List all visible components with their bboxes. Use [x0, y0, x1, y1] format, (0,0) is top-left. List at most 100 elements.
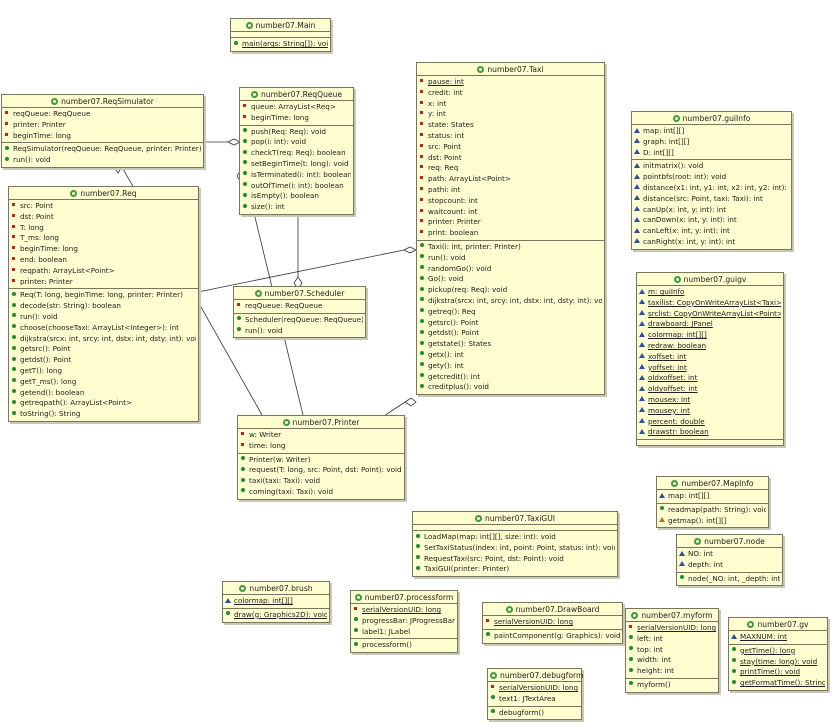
public-icon [11, 302, 17, 308]
member-text: Printer(w: Writer) [249, 454, 311, 464]
package-icon [639, 364, 645, 370]
class-icon [694, 538, 702, 545]
public-icon [415, 544, 421, 550]
member-text: Scheduler(reqQueue: ReqQueue) [245, 314, 363, 324]
member-text: draw(g: Graphics2D): void [234, 609, 327, 619]
package-icon [634, 127, 640, 133]
member-text: pickup(req: Req): void [428, 285, 508, 295]
class-title: number07.ReqQueue [260, 90, 343, 99]
attribute: MAXNUM: int [731, 632, 825, 643]
method: getend(): boolean [11, 388, 196, 399]
member-text: TaxiGUI(printer: Printer) [424, 564, 510, 574]
attribute: status: int [419, 131, 602, 142]
member-text: NO: int [688, 549, 713, 558]
class-header: number07.ReqQueue [240, 88, 353, 101]
member-text: pause: int [428, 77, 464, 86]
method: coming(taxi: Taxi): void [240, 487, 402, 498]
attribute: percent: double [639, 417, 781, 428]
class-title: number07.DrawBoard [515, 605, 600, 614]
member-text: getend(): boolean [20, 387, 85, 397]
member-text: coming(taxi: Taxi): void [249, 486, 334, 496]
method: dijkstra(srcx: int, srcy: int, dstx: int… [11, 334, 196, 345]
method: run(): void [419, 253, 602, 264]
member-text: srclist: CopyOnWriteArrayList<Point> [648, 308, 781, 318]
member-text: getsrc(): Point [20, 344, 71, 354]
public-icon [242, 192, 248, 198]
member-text: text1: JTextArea [499, 693, 556, 703]
member-text: end: boolean [20, 254, 67, 264]
method: Req(T: long, beginTime: long, printer: P… [11, 290, 196, 301]
attribute: reqQueue: ReqQueue [4, 109, 201, 120]
method: checkT(req: Req): boolean [242, 148, 351, 159]
class-header: number07.processform [351, 591, 457, 604]
attribute: NO: int [679, 549, 780, 560]
public-icon [11, 313, 17, 319]
method: gety(): int [419, 361, 602, 372]
class-icon [477, 66, 485, 73]
member-text: Taxi(i: int, printer: Printer) [428, 241, 521, 251]
method: Scheduler(reqQueue: ReqQueue) [236, 315, 363, 326]
class-icon [474, 515, 482, 522]
constructor-icon [353, 641, 359, 647]
member-text: Req(T: long, beginTime: long, printer: P… [20, 290, 183, 300]
member-text: oldyoffset: int [648, 384, 698, 394]
class-title: number07.guigv [683, 275, 747, 284]
private-field-icon [11, 234, 17, 240]
private-field-icon [11, 267, 17, 273]
public-icon [4, 156, 10, 162]
method: getsrc(): Point [419, 318, 602, 329]
class-header: number07.Scheduler [234, 287, 365, 300]
class-header: number07.Req [9, 187, 198, 200]
class-title: number07.Taxi [487, 65, 544, 74]
member-text: colormap: int[][] [648, 330, 707, 340]
member-text: myform() [637, 679, 671, 689]
class-title: number07.myform [641, 611, 713, 620]
attribute: pathi: int [419, 185, 602, 196]
class-header: number07.MapInfo [657, 477, 768, 490]
public-icon [11, 399, 17, 405]
class-title: number07.TaxiGUI [484, 514, 556, 523]
package-icon [634, 149, 640, 155]
method: getdst(): Point [11, 355, 196, 366]
private-field-icon [242, 103, 248, 109]
member-text: distance(x1: int, y1: int, x2: int, y2: … [643, 182, 789, 192]
member-text: distance(src: Point, taxi: Taxi): int [643, 193, 763, 203]
package-icon [634, 173, 640, 179]
member-text: SetTaxiStatus(index: int, point: Point, … [424, 542, 615, 552]
method: getTime(): long [731, 646, 825, 657]
public-icon [11, 345, 17, 351]
attribute: y: int [419, 109, 602, 120]
public-icon [419, 308, 425, 314]
public-icon [240, 477, 246, 483]
private-field-icon [11, 278, 17, 284]
methods-section: main(args: String[]): void [231, 37, 330, 51]
method: printTime(): void [731, 667, 825, 678]
method: toString(): String [11, 409, 196, 420]
methods-section: paintComponent(g: Graphics): void [483, 628, 622, 643]
attribute: map: int[][] [659, 491, 766, 502]
class-title: number07.guiInfo [682, 114, 751, 123]
public-icon [11, 378, 17, 384]
attrs-section: MAXNUM: int [729, 631, 827, 644]
public-icon [419, 254, 425, 260]
private-field-icon [419, 143, 425, 149]
methods-section: Req(T: long, beginTime: long, printer: P… [9, 288, 198, 421]
member-text: drawboard: JPanel [648, 319, 713, 329]
member-text: path: ArrayList<Point> [428, 174, 511, 184]
member-text: serialVersionUID: long [637, 623, 716, 632]
public-icon [731, 658, 737, 664]
member-text: ReqSimulator(reqQueue: ReqQueue, printer… [13, 144, 201, 154]
member-text: print: boolean [428, 228, 479, 238]
attrs-section: serialVersionUID: long [483, 616, 622, 629]
member-text: reqQueue: ReqQueue [245, 301, 323, 310]
member-text: printer: Printer [20, 276, 73, 286]
member-text: getT_ms(): long [20, 376, 77, 386]
attribute: oldyoffset: int [639, 384, 781, 395]
